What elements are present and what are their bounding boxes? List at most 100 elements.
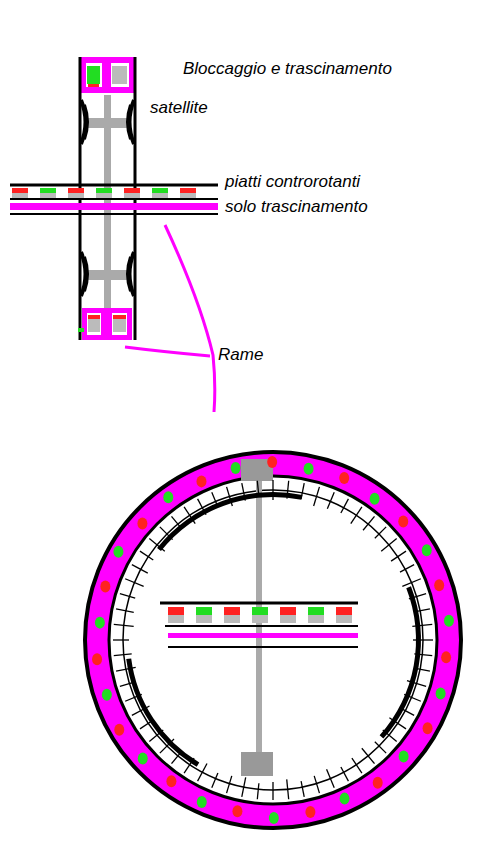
magnet bbox=[168, 615, 184, 623]
magnet bbox=[280, 607, 296, 615]
hatch-stroke bbox=[327, 769, 335, 787]
cap-slot bbox=[111, 63, 129, 87]
magnet bbox=[152, 188, 168, 193]
hatch-stroke bbox=[400, 565, 414, 573]
magnet bbox=[373, 777, 383, 789]
hatch-stroke bbox=[327, 492, 334, 509]
hatch-stroke bbox=[402, 579, 420, 587]
magnet bbox=[88, 84, 99, 87]
drag-plate bbox=[10, 203, 218, 210]
hatch-stroke bbox=[272, 782, 273, 800]
plate bbox=[160, 602, 358, 605]
rough-track bbox=[380, 586, 421, 738]
copper-cap bbox=[80, 57, 135, 93]
drag-plate bbox=[168, 633, 358, 638]
magnet bbox=[269, 812, 279, 824]
hatch-stroke bbox=[301, 781, 304, 797]
magnet bbox=[305, 806, 315, 818]
hatch-stroke bbox=[391, 551, 406, 561]
magnet bbox=[78, 328, 84, 332]
magnet bbox=[231, 462, 241, 474]
hatch-stroke bbox=[341, 499, 349, 513]
magnet bbox=[308, 607, 324, 615]
magnet bbox=[196, 607, 212, 615]
magnet bbox=[232, 805, 242, 817]
hatch-stroke bbox=[375, 527, 386, 538]
wheel bbox=[128, 100, 134, 144]
magnet bbox=[12, 193, 28, 198]
magnet bbox=[336, 615, 352, 623]
part-label: piatti controrotanti bbox=[225, 173, 360, 192]
magnet bbox=[88, 315, 100, 319]
hatch-stroke bbox=[113, 639, 129, 640]
hatch-stroke bbox=[114, 624, 134, 626]
hatch-stroke bbox=[363, 516, 374, 530]
magnet bbox=[113, 315, 126, 319]
wheel bbox=[81, 252, 87, 296]
hub bbox=[88, 270, 128, 280]
hatch-stroke bbox=[114, 654, 132, 656]
hatch-stroke bbox=[375, 742, 386, 753]
counter-rotating-plates bbox=[10, 185, 218, 214]
hatch-stroke bbox=[227, 776, 232, 793]
magnet bbox=[68, 193, 84, 198]
track bbox=[123, 490, 423, 790]
hatch-stroke bbox=[242, 777, 246, 797]
part-label: satellite bbox=[150, 99, 208, 118]
magnet bbox=[196, 475, 206, 487]
hatch-stroke bbox=[381, 538, 396, 551]
magnet bbox=[95, 617, 105, 629]
magnet bbox=[180, 188, 196, 193]
magnet bbox=[370, 493, 380, 505]
magnet bbox=[168, 607, 184, 615]
hatch-stroke bbox=[132, 565, 148, 573]
leader-line bbox=[125, 347, 210, 356]
rough-track bbox=[126, 658, 199, 766]
ring-front-view bbox=[85, 452, 461, 828]
hatch-stroke bbox=[116, 609, 134, 613]
magnet bbox=[339, 472, 349, 484]
wheel bbox=[128, 252, 134, 296]
magnet bbox=[436, 688, 446, 700]
magnet bbox=[102, 689, 112, 701]
magnet bbox=[113, 318, 126, 332]
magnet bbox=[92, 653, 102, 665]
part-label: solo trascinamento bbox=[225, 198, 368, 217]
magnet bbox=[113, 546, 123, 558]
magnet bbox=[163, 491, 173, 503]
plate bbox=[10, 198, 218, 200]
magnet bbox=[180, 193, 196, 198]
magnet bbox=[441, 651, 451, 663]
magnet bbox=[114, 724, 124, 736]
hatch-stroke bbox=[120, 594, 135, 599]
magnet bbox=[40, 193, 56, 198]
title: Bloccaggio e trascinamento bbox=[183, 60, 392, 79]
magnet bbox=[124, 193, 140, 198]
magnet bbox=[40, 188, 56, 193]
hatch-stroke bbox=[341, 767, 349, 781]
rough-track bbox=[157, 492, 302, 551]
leader-line bbox=[165, 225, 215, 412]
hatch-stroke bbox=[314, 776, 319, 793]
plate bbox=[165, 625, 358, 627]
magnet bbox=[308, 615, 324, 623]
magnet bbox=[166, 775, 176, 787]
hatch-stroke bbox=[125, 579, 143, 587]
magnet bbox=[88, 318, 100, 332]
magnet bbox=[87, 66, 100, 84]
copper-cap bbox=[82, 308, 132, 340]
hatch-stroke bbox=[140, 551, 153, 560]
hatch-stroke bbox=[212, 773, 218, 788]
magnet bbox=[68, 188, 84, 193]
magnet bbox=[112, 66, 127, 84]
hatch-stroke bbox=[352, 758, 362, 773]
magnet bbox=[12, 188, 28, 193]
magnet bbox=[336, 607, 352, 615]
hatch-stroke bbox=[257, 783, 259, 799]
magnet bbox=[197, 796, 207, 808]
magnet bbox=[100, 580, 110, 592]
magnet bbox=[252, 607, 268, 615]
cap-slot bbox=[87, 313, 101, 335]
cap-slot bbox=[86, 63, 102, 87]
